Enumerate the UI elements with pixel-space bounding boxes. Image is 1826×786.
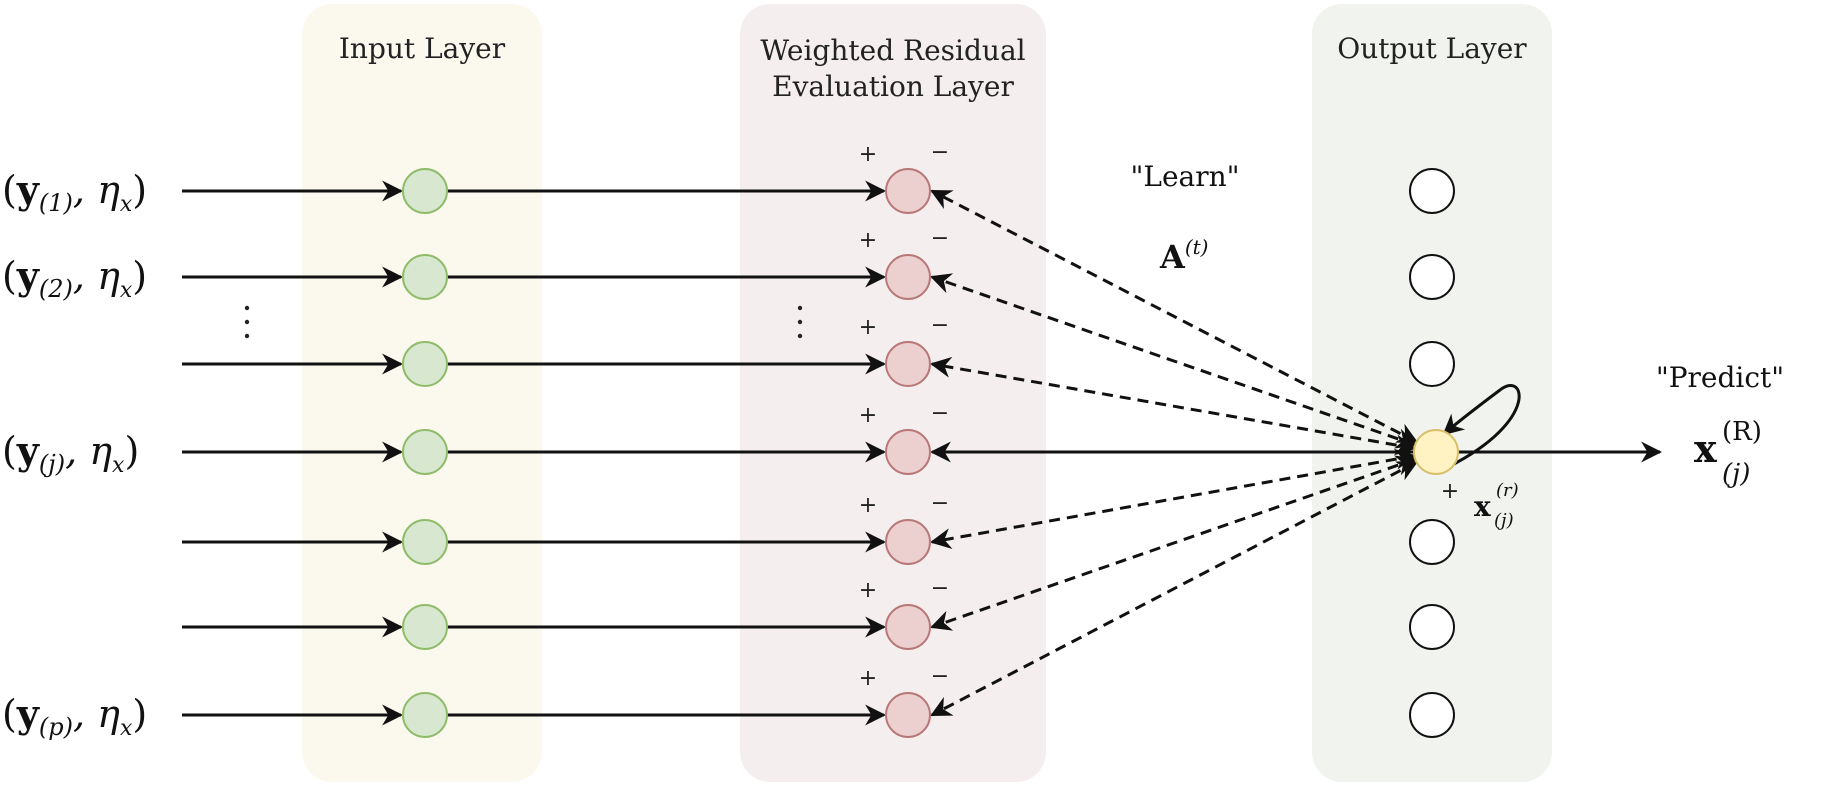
input-layer-title: Input Layer <box>339 32 506 65</box>
predict-label: "Predict" <box>1656 361 1784 394</box>
residual-ellipsis <box>797 305 803 339</box>
signs-group: + − + − + − + − + − + − + − <box>859 140 949 691</box>
a-matrix-sup: (t) <box>1185 235 1209 259</box>
plus-sign: + <box>859 315 877 340</box>
output-node <box>1409 692 1455 738</box>
x-r-small-sup: (r) <box>1496 480 1519 501</box>
residual-node <box>885 254 931 300</box>
feedback-dashed-arrow <box>929 356 1417 456</box>
x-r-main: x <box>1694 426 1717 471</box>
input-labels-group: (y(1), ηx) (y(2), ηx) (y(j), ηx) (y(p), ηx) <box>2 167 147 741</box>
minus-sign: − <box>931 401 949 426</box>
weighted-layer-title-line1: Weighted Residual <box>760 34 1025 67</box>
input-label: (y(p), ηx) <box>2 691 147 741</box>
residual-node <box>885 168 931 214</box>
edges-group <box>182 180 1663 726</box>
output-layer-title: Output Layer <box>1337 32 1527 65</box>
residual-node <box>885 692 931 738</box>
weighted-layer-band <box>740 4 1046 782</box>
x-r-small-sub: (j) <box>1494 510 1514 531</box>
a-matrix-label: A(t) <box>1159 235 1208 276</box>
x-r-sub: (j) <box>1722 459 1750 489</box>
plus-sign: + <box>859 493 877 518</box>
input-node <box>402 168 448 214</box>
minus-sign: − <box>931 226 949 251</box>
residual-node <box>885 519 931 565</box>
minus-sign: − <box>931 491 949 516</box>
input-node <box>402 692 448 738</box>
minus-sign: − <box>931 140 949 165</box>
output-node <box>1409 168 1455 214</box>
input-label: (y(1), ηx) <box>2 167 147 217</box>
residual-node <box>885 341 931 387</box>
x-r-sup: (R) <box>1722 417 1762 447</box>
input-label: (y(2), ηx) <box>2 253 147 303</box>
output-node <box>1409 519 1455 565</box>
minus-sign: − <box>931 576 949 601</box>
plus-sign: + <box>859 578 877 603</box>
x-r-small-main: x <box>1474 490 1491 523</box>
input-node <box>402 604 448 650</box>
plus-sign: + <box>859 142 877 167</box>
weighted-layer-title-line2: Evaluation Layer <box>772 70 1014 103</box>
feedback-dashed-arrow <box>930 460 1419 717</box>
output-node <box>1409 604 1455 650</box>
learn-label: "Learn" <box>1130 160 1239 193</box>
input-node <box>402 519 448 565</box>
residual-node <box>885 604 931 650</box>
input-node <box>402 341 448 387</box>
residual-node <box>885 429 931 475</box>
minus-sign: − <box>931 664 949 689</box>
plus-sign: + <box>859 228 877 253</box>
output-node <box>1409 341 1455 387</box>
output-layer-band <box>1312 4 1552 782</box>
active-output-node <box>1413 429 1459 475</box>
input-ellipsis <box>244 305 250 339</box>
plus-sign: + <box>859 666 877 691</box>
minus-sign: − <box>931 313 949 338</box>
output-node <box>1409 254 1455 300</box>
input-node <box>402 254 448 300</box>
nodes-group <box>402 168 1459 738</box>
a-matrix-main: A <box>1159 238 1186 276</box>
input-layer-band <box>302 4 542 782</box>
plus-sign: + <box>859 403 877 428</box>
input-label: (y(j), ηx) <box>2 428 139 478</box>
self-loop-arrow <box>1442 384 1521 468</box>
input-node <box>402 429 448 475</box>
output-plus-sign: + <box>1441 479 1459 504</box>
